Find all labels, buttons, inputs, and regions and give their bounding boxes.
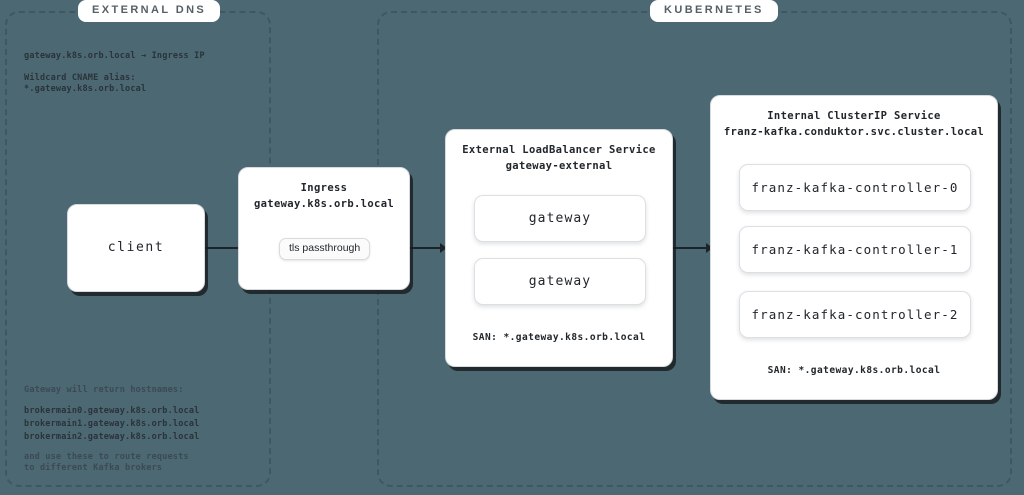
node-client[interactable]: client <box>67 204 205 292</box>
broker-note-outro-2: to different Kafka brokers <box>24 463 163 473</box>
loadbalancer-san: SAN: *.gateway.k8s.orb.local <box>472 332 646 343</box>
pod-gateway-1[interactable]: gateway <box>474 258 646 305</box>
node-loadbalancer-service[interactable]: External LoadBalancer Service gateway-ex… <box>445 129 673 367</box>
pod-gateway-0[interactable]: gateway <box>474 195 646 242</box>
ingress-title: Ingress gateway.k8s.orb.local <box>253 182 395 210</box>
dns-note-mapping: gateway.k8s.orb.local → Ingress IP <box>24 51 205 61</box>
tls-passthrough-label: tls passthrough <box>279 238 371 260</box>
client-label: client <box>107 240 165 255</box>
pod-franz-kafka-controller-2[interactable]: franz-kafka-controller-2 <box>739 291 971 338</box>
arrowhead-clusterip <box>706 243 713 253</box>
pod-franz-kafka-controller-0[interactable]: franz-kafka-controller-0 <box>739 164 971 211</box>
dns-note-wildcard-title: Wildcard CNAME alias: <box>24 73 136 83</box>
broker-note-host-2: brokermain2.gateway.k8s.orb.local <box>24 432 200 442</box>
clusterip-title: Internal ClusterIP Service franz-kafka.c… <box>723 110 985 138</box>
connector-client-to-ingress <box>205 247 241 249</box>
loadbalancer-title: External LoadBalancer Service gateway-ex… <box>462 144 656 172</box>
zone-label-kubernetes: KUBERNETES <box>650 0 778 22</box>
broker-note-host-0: brokermain0.gateway.k8s.orb.local <box>24 406 200 416</box>
broker-note-outro-1: and use these to route requests <box>24 452 189 462</box>
node-ingress[interactable]: Ingress gateway.k8s.orb.local <box>238 167 410 290</box>
clusterip-san: SAN: *.gateway.k8s.orb.local <box>767 365 941 376</box>
arrowhead-loadbalancer <box>440 243 447 253</box>
zone-label-external-dns: EXTERNAL DNS <box>78 0 221 22</box>
pod-franz-kafka-controller-1[interactable]: franz-kafka-controller-1 <box>739 226 971 273</box>
connector-loadbalancer-to-clusterip <box>673 247 710 249</box>
broker-note-intro: Gateway will return hostnames: <box>24 385 184 395</box>
broker-note-host-1: brokermain1.gateway.k8s.orb.local <box>24 419 200 429</box>
dns-note-wildcard-value: *.gateway.k8s.orb.local <box>24 84 147 94</box>
node-clusterip-service[interactable]: Internal ClusterIP Service franz-kafka.c… <box>710 95 998 400</box>
